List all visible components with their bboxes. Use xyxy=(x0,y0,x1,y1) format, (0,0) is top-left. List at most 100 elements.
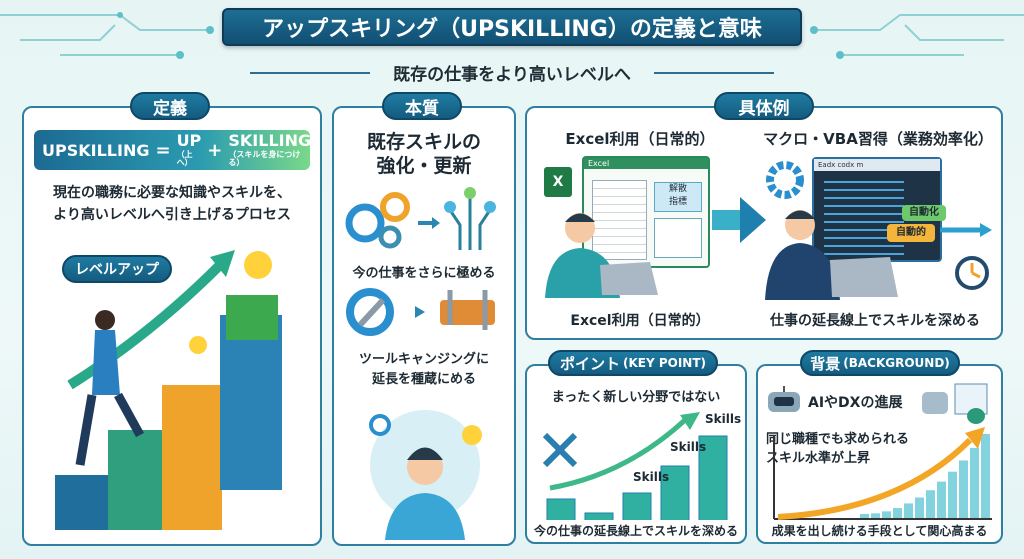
formula-plus: + xyxy=(207,139,223,161)
person-head xyxy=(95,310,115,330)
essence-caption-1: 今の仕事をさらに極める xyxy=(352,266,496,281)
level-bar xyxy=(860,514,869,518)
background-tag-en: (BACKGROUND) xyxy=(843,356,950,370)
background-tag: 背景(BACKGROUND) xyxy=(800,350,960,376)
excel-user-illustration xyxy=(545,213,658,298)
excel-icon: X xyxy=(544,167,572,197)
background-tag-label: 背景 xyxy=(810,354,841,373)
gear-icon xyxy=(766,161,804,199)
staircase-illustration xyxy=(55,250,282,530)
block-top xyxy=(226,295,278,340)
gears-to-network-illustration xyxy=(345,187,496,250)
excel-card: 解散 指標 xyxy=(654,182,702,212)
point-tag: ポイント(KEY POINT) xyxy=(548,350,718,376)
excel-title: Excel利用（日常的） xyxy=(565,130,715,148)
thinking-person-illustration xyxy=(369,410,482,540)
gear-icon xyxy=(369,414,391,436)
gear-icon xyxy=(345,203,385,243)
point-caption: 今の仕事の延長線上でスキルを深める xyxy=(533,524,738,538)
formula-skilling-note: （スキルを身につける） xyxy=(228,150,301,167)
bar-label-skills: Skills xyxy=(633,470,670,484)
definition-tag-label: 定義 xyxy=(153,98,187,119)
rising-level-chart xyxy=(773,427,992,520)
formula-up-note: （上へ） xyxy=(176,150,193,167)
level-bar xyxy=(871,513,880,518)
lightbulb-small-icon xyxy=(189,336,207,354)
network-icon xyxy=(448,195,492,250)
background-text: 同じ職種でも求められるスキル水準が上昇 xyxy=(766,430,909,468)
divider xyxy=(250,72,370,74)
point-heading: まったく新しい分野ではない xyxy=(551,390,721,405)
skill-bar xyxy=(546,498,576,520)
essence-heading-line-1: 既存スキルの xyxy=(366,131,481,153)
cross-icon xyxy=(542,432,578,468)
level-bar xyxy=(948,471,957,518)
code-editor-menu: Eadx codx m xyxy=(814,159,940,171)
toolbelt-icon xyxy=(440,300,495,325)
definition-line-2: より高いレベルへ引き上げるプロセス xyxy=(53,207,291,223)
vba-title: マクロ・VBA習得（業務効率化） xyxy=(763,130,993,148)
code-editor-window: Eadx codx m xyxy=(812,157,942,262)
laptop-icon xyxy=(830,257,898,297)
essence-caption-2: ツールキャンジングに延長を種蔵にめる xyxy=(336,350,512,390)
block-3 xyxy=(162,385,222,530)
lightbulb-icon xyxy=(244,251,272,279)
level-bar xyxy=(926,490,935,518)
person-body xyxy=(385,493,465,540)
arrow-right-icon xyxy=(980,223,992,237)
skill-bar xyxy=(584,512,614,520)
background-text-line-1: 同じ職種でも求められる xyxy=(766,432,910,447)
block-2 xyxy=(108,430,166,530)
essence-caption-2-line-1: ツールキャンジングに xyxy=(358,352,489,367)
growth-arrow xyxy=(67,261,224,390)
formula-skilling-text: SKILLING xyxy=(228,131,312,150)
arrow-right-icon xyxy=(415,306,425,318)
formula-equals: = xyxy=(155,139,171,161)
person-body xyxy=(545,248,620,298)
definition-tag: 定義 xyxy=(130,92,210,120)
automation-badge: 自動化 xyxy=(902,205,946,221)
excel-caption: Excel利用（日常的） xyxy=(570,313,710,329)
gear-icon xyxy=(380,192,410,222)
wrench-gear-icon xyxy=(346,288,394,336)
robot-icon xyxy=(768,386,800,412)
background-text-line-2: スキル水準が上昇 xyxy=(766,451,871,466)
title-banner: アップスキリング（UPSKILLING）の定義と意味 xyxy=(222,8,802,46)
robot-dashboard-icon xyxy=(922,383,988,424)
definition-text: 現在の職務に必要な知識やスキルを、より高いレベルへ引き上げるプロセス xyxy=(30,182,314,226)
background-heading: AIやDXの進展 xyxy=(808,395,903,411)
divider xyxy=(654,72,774,74)
rising-arrow xyxy=(777,437,973,520)
essence-tag: 本質 xyxy=(382,92,462,120)
formula-upskilling: UPSKILLING xyxy=(42,140,150,160)
circuit-decoration-left xyxy=(0,12,214,59)
level-bar xyxy=(959,460,968,518)
point-tag-label: ポイント xyxy=(559,354,620,373)
person-legs xyxy=(75,392,144,466)
vba-caption: 仕事の延長線上でスキルを深める xyxy=(770,313,980,329)
arrow-head xyxy=(210,250,235,277)
skills-bar-chart xyxy=(542,412,728,520)
database-icon xyxy=(967,408,985,424)
vba-user-illustration xyxy=(765,210,992,300)
bar-label-skills: Skills xyxy=(670,440,707,454)
bar-label-skills: Skills xyxy=(705,412,742,426)
point-tag-en: (KEY POINT) xyxy=(622,356,707,370)
formula-box: UPSKILLING = UP（上へ） + SKILLING（スキルを身につける… xyxy=(34,130,312,170)
level-bar xyxy=(893,508,902,518)
block-1 xyxy=(55,475,110,530)
essence-heading: 既存スキルの強化・更新 xyxy=(336,130,512,178)
person-body xyxy=(765,243,840,300)
transition-arrow xyxy=(712,197,766,243)
lightbulb-icon xyxy=(462,425,482,445)
gear-icon xyxy=(378,225,402,249)
formula-up-text: UP xyxy=(176,131,202,150)
tools-illustration xyxy=(346,288,495,336)
definition-line-1: 現在の職務に必要な知識やスキルを、 xyxy=(53,185,291,201)
circuit-decoration-right xyxy=(810,14,1024,59)
essence-heading-line-2: 強化・更新 xyxy=(376,155,472,177)
level-bar xyxy=(882,511,891,518)
block-4 xyxy=(220,315,282,490)
excel-chart xyxy=(654,218,702,258)
skill-bar xyxy=(660,465,690,520)
